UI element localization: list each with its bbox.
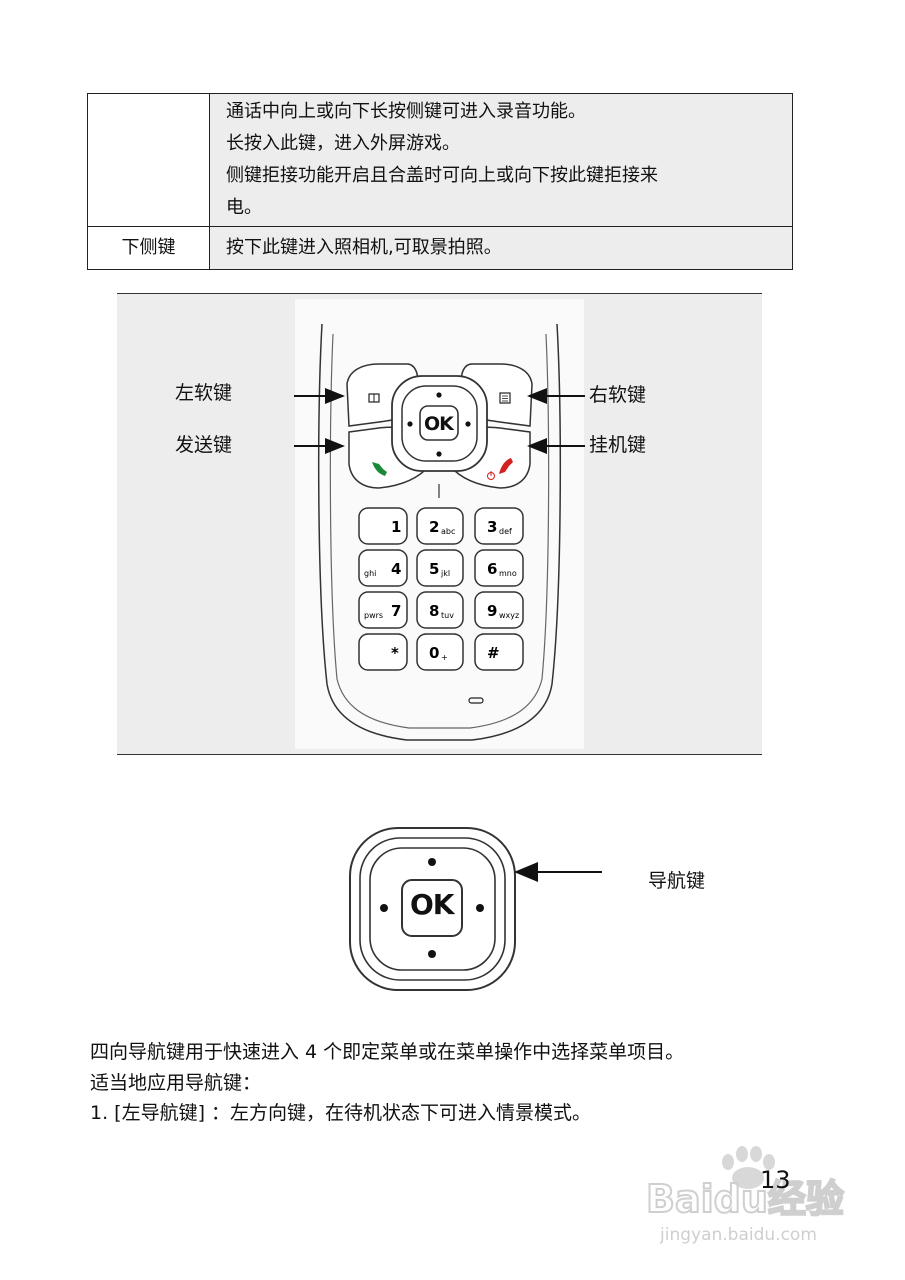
navigation-key-label: 导航键: [648, 870, 706, 892]
key-name-cell: [87, 93, 210, 227]
keypad-key: [474, 507, 524, 545]
keypad-key: [358, 633, 408, 671]
keypad-key: [358, 507, 408, 545]
description-line: 按下此键进入照相机,可取景拍照。: [226, 237, 502, 258]
watermark-url: jingyan.baidu.com: [659, 1225, 817, 1245]
keypad-digit: 1: [391, 518, 401, 536]
table-row: 下侧键 按下此键进入照相机,可取景拍照。: [87, 226, 793, 270]
phone-ok-label: OK: [424, 413, 454, 435]
key-description-cell: 通话中向上或向下长按侧键可进入录音功能。 长按入此键，进入外屏游戏。 侧键拒接功…: [209, 93, 793, 227]
watermark-brand: Baidu经验: [646, 1177, 844, 1221]
keypad-letters: ghi: [364, 569, 376, 578]
keypad-digit: 6: [487, 560, 497, 578]
keypad-key: [474, 633, 524, 671]
keypad-key: [474, 591, 524, 629]
keypad-key: [416, 591, 464, 629]
keypad-digit: 4: [391, 560, 401, 578]
keypad-digit: 5: [429, 560, 439, 578]
keypad-letters: mno: [499, 569, 517, 578]
keypad-letters: wxyz: [499, 611, 519, 620]
keypad-key: [358, 591, 408, 629]
send-key-label: 发送键: [175, 434, 233, 456]
keypad-digit: 8: [429, 602, 439, 620]
body-paragraph: 1. [左导航键] ：左方向键，在待机状态下可进入情景模式。: [90, 1102, 592, 1124]
navigation-key-illustration: [349, 827, 602, 991]
table-row: 通话中向上或向下长按侧键可进入录音功能。 长按入此键，进入外屏游戏。 侧键拒接功…: [87, 93, 793, 227]
keypad-letters: jkl: [440, 569, 450, 578]
body-paragraph: 适当地应用导航键：: [90, 1072, 262, 1094]
keypad-letters: abc: [441, 527, 455, 536]
keypad-key: [358, 549, 408, 587]
description-line: 电。: [226, 197, 262, 218]
right-soft-key-label: 右软键: [589, 384, 647, 406]
end-key-label: 挂机键: [589, 434, 647, 456]
keypad-digit: 9: [487, 602, 497, 620]
description-line: 长按入此键，进入外屏游戏。: [226, 133, 460, 154]
key-description-cell: 按下此键进入照相机,可取景拍照。: [209, 226, 793, 270]
body-paragraph: 四向导航键用于快速进入 4 个即定菜单或在菜单操作中选择菜单项目。: [90, 1041, 685, 1063]
keypad-letters: def: [499, 527, 512, 536]
keypad-letters: +: [441, 653, 448, 662]
key-name-cell: 下侧键: [87, 226, 210, 270]
key-description-table: 通话中向上或向下长按侧键可进入录音功能。 长按入此键，进入外屏游戏。 侧键拒接功…: [87, 93, 793, 270]
description-line: 通话中向上或向下长按侧键可进入录音功能。: [226, 101, 586, 122]
keypad-digit: #: [487, 644, 500, 662]
keypad-key: [416, 633, 464, 671]
page-number: 13: [760, 1166, 791, 1194]
keypad-digit: 3: [487, 518, 497, 536]
keypad-key: [416, 549, 464, 587]
keypad-digit: *: [391, 644, 399, 662]
keypad-digit: 2: [429, 518, 439, 536]
description-line: 侧键拒接功能开启且合盖时可向上或向下按此键拒接来: [226, 165, 658, 186]
keypad-digit: 7: [391, 602, 401, 620]
keypad-key: [416, 507, 464, 545]
keypad-letters: tuv: [441, 611, 454, 620]
left-soft-key-label: 左软键: [175, 382, 233, 404]
keypad-key: [474, 549, 524, 587]
nav-ok-label: OK: [410, 888, 454, 921]
keypad-letters: pwrs: [364, 611, 383, 620]
baidu-watermark: Baidu经验 jingyan.baidu.com: [645, 1146, 845, 1245]
keypad-digit: 0: [429, 644, 439, 662]
